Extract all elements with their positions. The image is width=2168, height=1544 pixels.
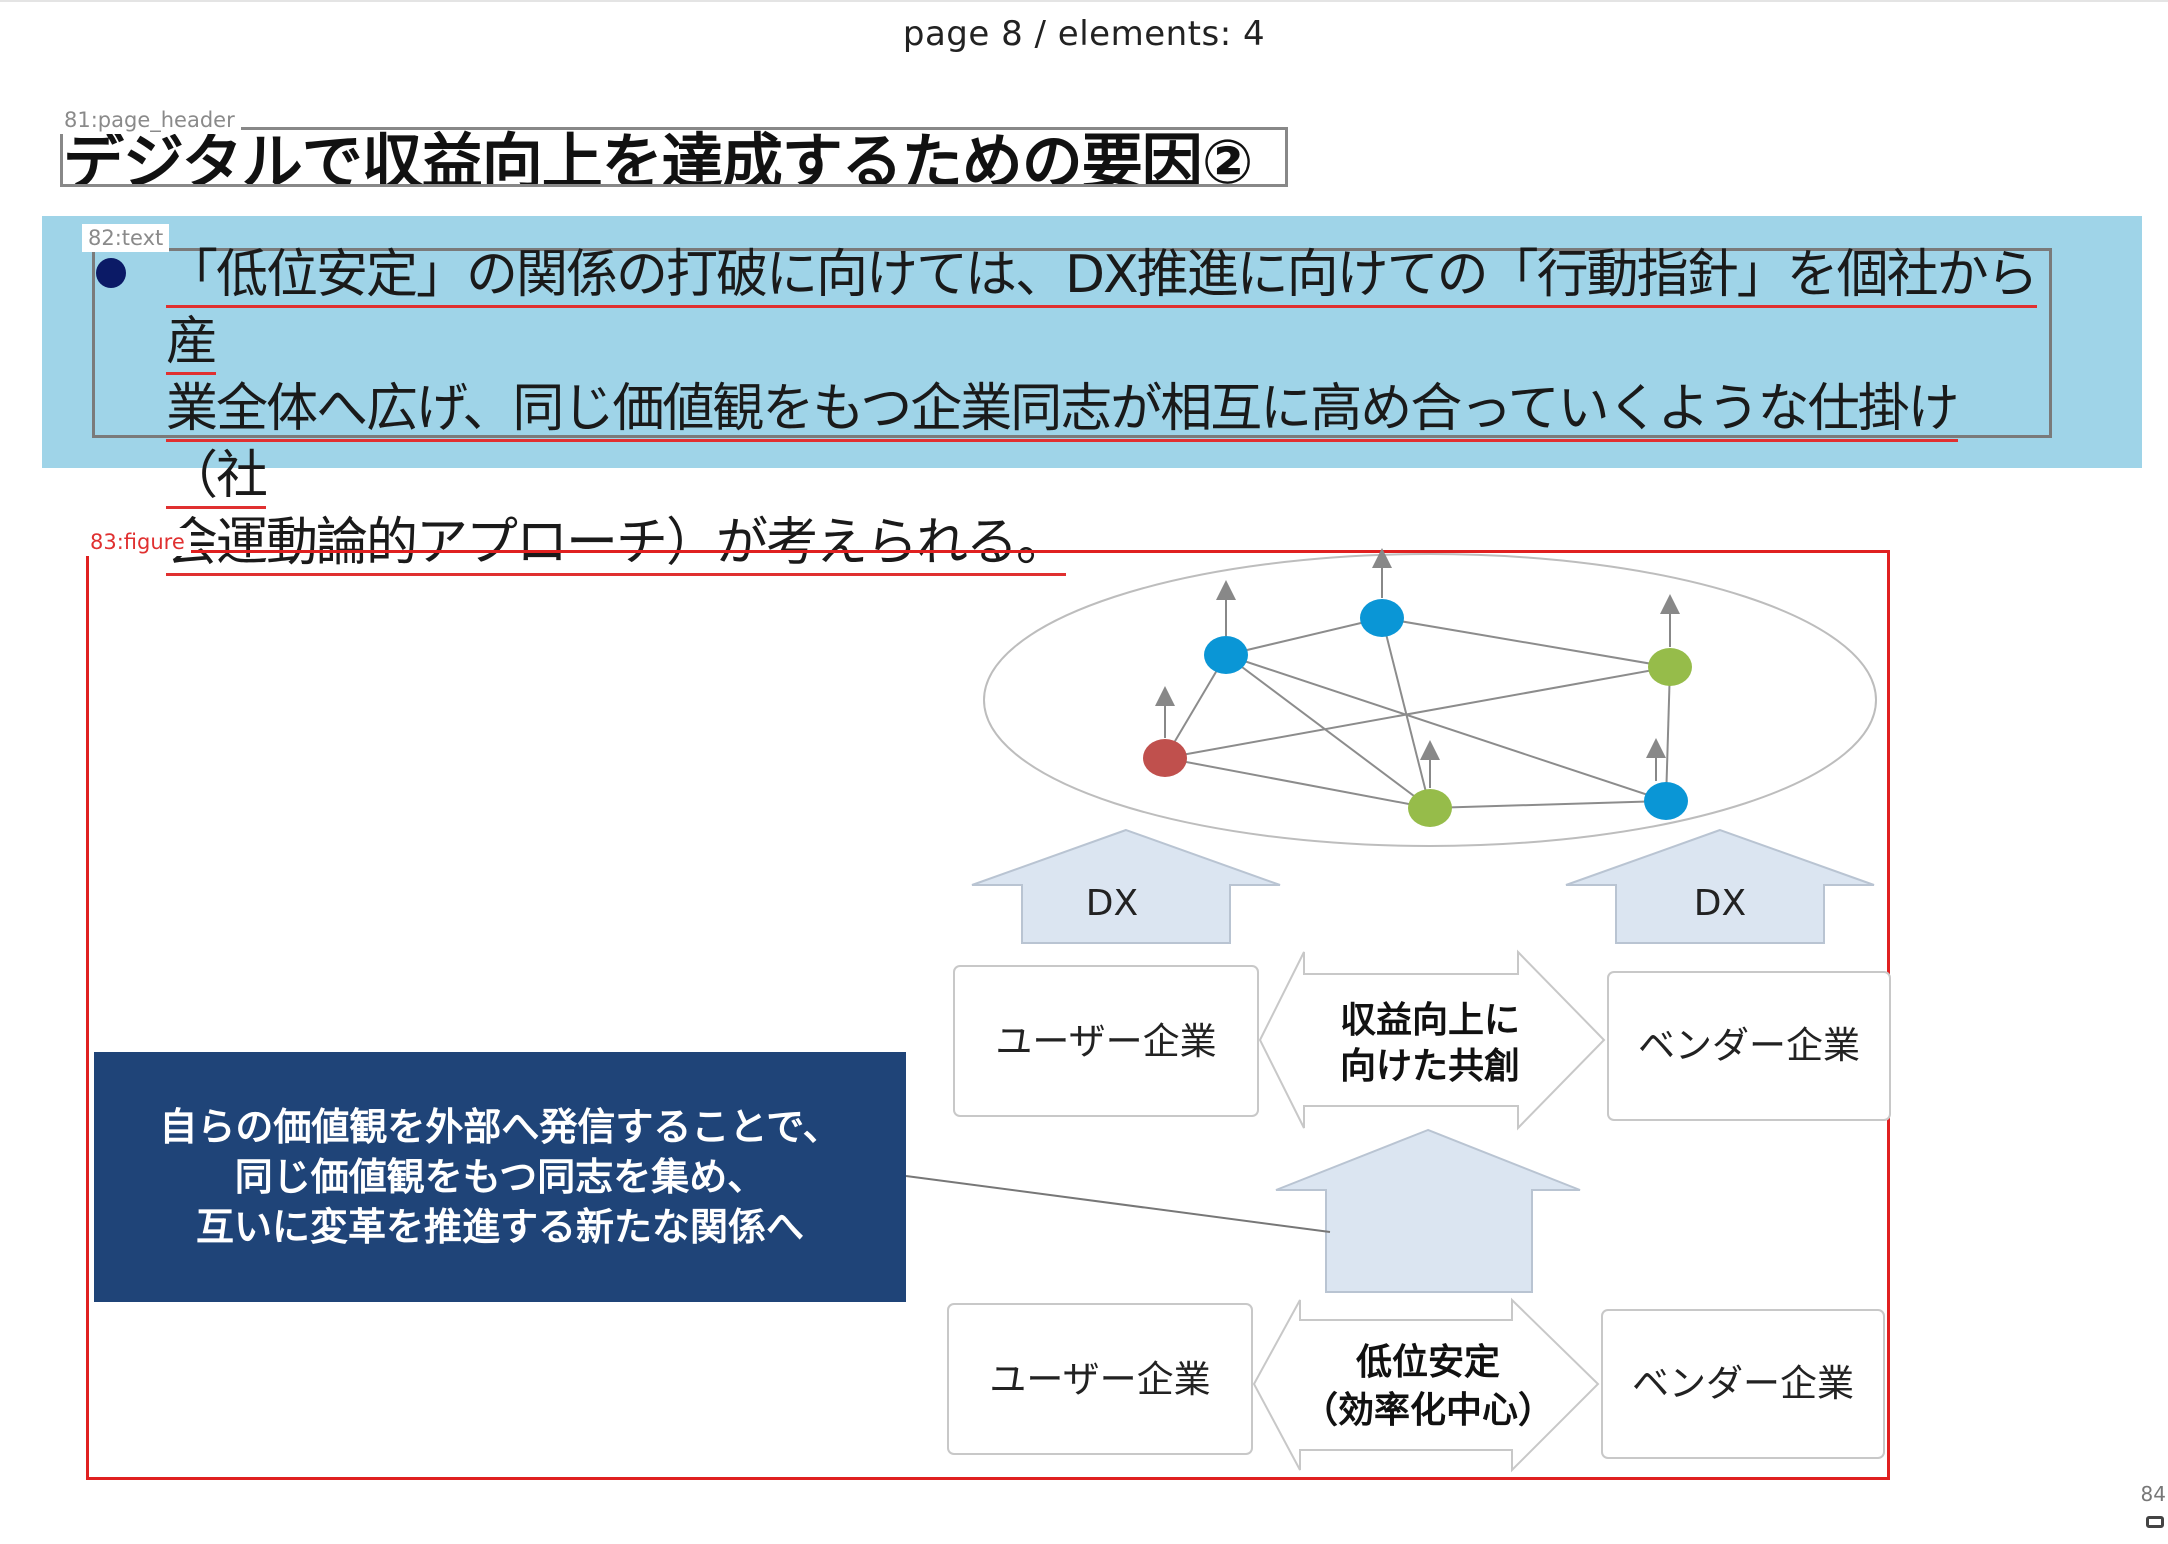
edge (1381, 617, 1671, 668)
user-company-box-bottom (947, 1303, 1253, 1455)
user-company-box-top (953, 965, 1259, 1117)
edge (1429, 800, 1667, 809)
page-header-text: デジタルで収益向上を達成するための要因② (63, 127, 1253, 187)
edge (1164, 757, 1431, 809)
network-nodes (1143, 599, 1692, 827)
node-red (1143, 739, 1187, 777)
transition-up-arrow (1275, 1128, 1581, 1293)
user-company-bottom-label: ユーザー企業 (989, 1358, 1210, 1401)
stable-label-line2: （効率化中心） (1302, 1390, 1554, 1431)
edge (1164, 654, 1227, 759)
stable-label-line1: 低位安定 (1356, 1342, 1500, 1383)
edge (1225, 654, 1667, 802)
edge (1225, 617, 1383, 656)
node-blue (1644, 782, 1688, 820)
edge (1164, 666, 1671, 759)
vendor-company-box-top (1607, 971, 1891, 1121)
dx-arrow-left (971, 828, 1281, 944)
vendor-company-box-bottom (1601, 1309, 1885, 1459)
page-indicator: page 8 / elements: 4 (902, 14, 1266, 54)
edge (1225, 654, 1431, 809)
paragraph-line-3: 会運動論的アプローチ）が考えられる。 (166, 513, 1068, 576)
stable-double-arrow (1252, 1297, 1600, 1473)
camera-icon[interactable] (2146, 1516, 2164, 1528)
network-ellipse (983, 553, 1877, 847)
edge (1665, 666, 1671, 802)
cocreation-label-line2: 向けた共創 (1340, 1046, 1520, 1087)
corner-element-count: 84 (2140, 1482, 2166, 1506)
paragraph-line-2: 業全体へ広げ、同じ価値観をもつ企業同志が相互に高め合っていくような仕掛け（社 (166, 379, 1960, 509)
node-blue (1204, 636, 1248, 674)
callout-box: 自らの価値観を外部へ発信することで、 同じ価値観をもつ同志を集め、 互いに変革を… (94, 1052, 906, 1302)
text-element-label: 82:text (82, 224, 170, 252)
edge (1381, 617, 1431, 809)
callout-leader-line (905, 1175, 1331, 1233)
cocreation-label-line1: 収益向上に (1340, 1000, 1520, 1041)
network-edges (1164, 617, 1671, 809)
cocreation-double-arrow (1258, 949, 1606, 1131)
callout-line-2: 同じ価値観をもつ同志を集め、 (234, 1155, 766, 1199)
text-background-band (42, 216, 2142, 468)
user-company-top-label: ユーザー企業 (995, 1020, 1216, 1063)
paragraph-text: 「低位安定」の関係の打破に向けては、DX推進に向けての「行動指針」を個社から産 … (166, 242, 2056, 577)
vendor-company-bottom-label: ベンダー企業 (1632, 1362, 1854, 1405)
vendor-company-top-label: ベンダー企業 (1638, 1024, 1860, 1067)
paragraph-line-1: 「低位安定」の関係の打破に向けては、DX推進に向けての「行動指針」を個社から産 (166, 245, 2039, 375)
node-blue (1360, 599, 1404, 637)
node-green (1408, 789, 1452, 827)
dx-left-label: DX (1086, 883, 1138, 924)
callout-line-3: 互いに変革を推進する新たな関係へ (195, 1205, 804, 1249)
node-up-arrows (1155, 548, 1680, 788)
dx-right-label: DX (1694, 883, 1746, 924)
callout-line-1: 自らの価値観を外部へ発信することで、 (159, 1105, 841, 1149)
page-header-box[interactable]: デジタルで収益向上を達成するための要因② (60, 127, 1288, 187)
page-header-label: 81:page_header (58, 106, 241, 134)
dx-arrow-right (1565, 828, 1875, 944)
node-green (1648, 648, 1692, 686)
figure-element-label: 83:figure (84, 528, 191, 556)
bullet-icon (96, 258, 126, 288)
text-element-box[interactable] (92, 248, 2052, 438)
top-rule (0, 0, 2168, 2)
